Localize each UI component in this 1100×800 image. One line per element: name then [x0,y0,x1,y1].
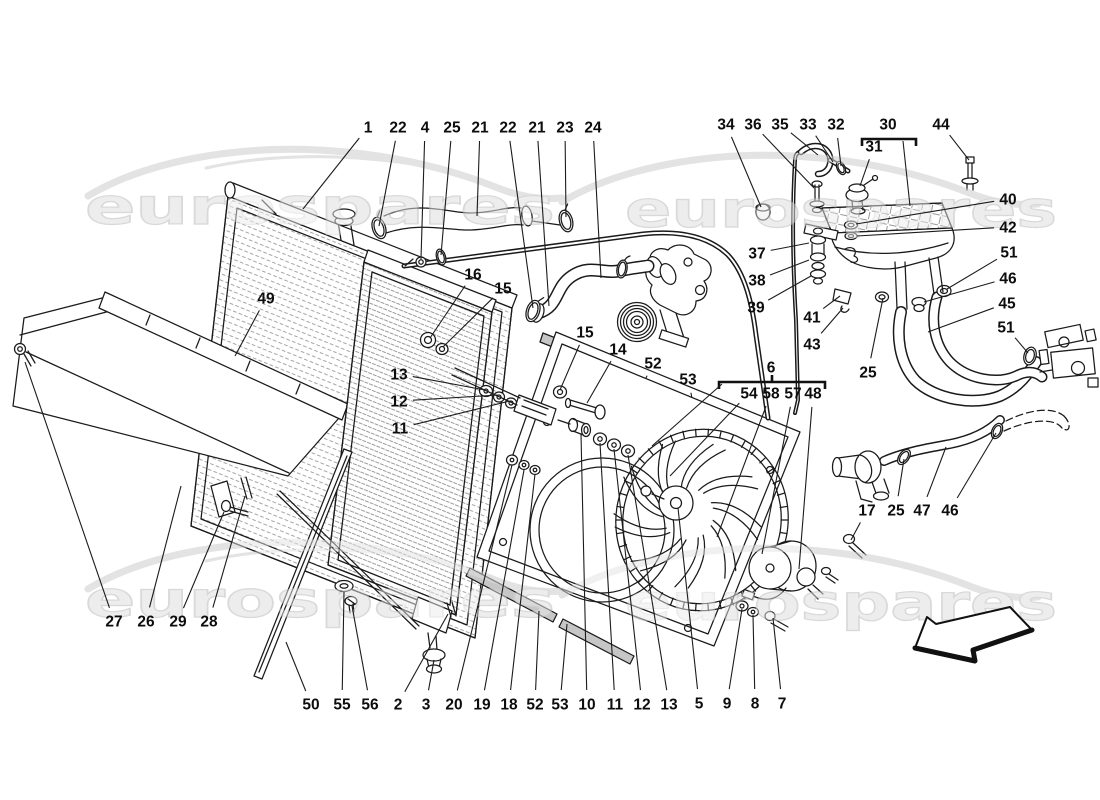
callout-14: 14 [609,342,627,359]
hose-clamp [558,203,574,233]
callout-51: 51 [997,320,1015,337]
callout-40: 40 [999,192,1016,209]
callout-1: 1 [364,120,373,137]
callout-11: 11 [392,421,409,438]
callout-2: 2 [394,697,403,714]
callout-27: 27 [105,614,122,631]
callout-45: 45 [998,296,1016,313]
callout-31: 31 [865,139,883,156]
callout-25: 25 [859,365,877,382]
callout-35: 35 [771,117,789,134]
thermostat-drawing [831,450,890,503]
fan-shroud-drawing [476,331,801,647]
callout-8: 8 [751,696,760,713]
callout-22: 22 [389,120,406,137]
callout-7: 7 [778,696,787,713]
callout-54: 54 [740,386,758,403]
tank-grommet-stack [809,235,827,285]
callout-48: 48 [804,386,822,403]
callout-49: 49 [257,291,275,308]
engine-union-drawing [1038,323,1099,388]
callout-57: 57 [784,386,801,403]
callout-12: 12 [390,394,407,411]
callout-44: 44 [932,117,950,134]
callout-46: 46 [999,271,1017,288]
callout-22: 22 [499,120,516,137]
callout-25: 25 [443,120,461,137]
callout-53: 53 [679,372,697,389]
callout-51: 51 [1000,245,1018,262]
callout-42: 42 [999,220,1016,237]
water-pump-drawing [616,244,712,348]
callout-3: 3 [422,697,431,714]
callout-28: 28 [200,614,218,631]
hose-clamp [616,259,628,279]
callout-25: 25 [887,503,905,520]
callout-17: 17 [858,503,875,520]
callout-34: 34 [717,117,735,134]
callout-58: 58 [762,386,780,403]
callout-52: 52 [644,356,661,373]
callout-53: 53 [551,697,569,714]
callout-18: 18 [500,697,518,714]
callout-6: 6 [767,360,776,377]
callout-30: 30 [879,117,896,134]
callout-13: 13 [390,367,408,384]
callout-37: 37 [748,246,765,263]
callout-56: 56 [361,697,379,714]
callout-50: 50 [302,697,319,714]
callout-43: 43 [803,337,821,354]
callout-15: 15 [576,325,594,342]
callout-12: 12 [633,697,650,714]
callout-24: 24 [584,120,602,137]
callout-29: 29 [169,614,187,631]
callout-21: 21 [528,120,546,137]
callout-46: 46 [941,503,959,520]
tank-hose [894,307,1041,406]
callout-47: 47 [913,503,930,520]
callout-33: 33 [799,117,817,134]
small-clamp [435,248,447,266]
callout-26: 26 [137,614,155,631]
callout-9: 9 [723,696,732,713]
tank-hose [928,291,1048,386]
callout-4: 4 [421,120,430,137]
hose-clamp [525,297,545,323]
direction-arrow [912,606,1035,664]
callout-5: 5 [695,696,704,713]
callout-39: 39 [747,300,765,317]
callout-15: 15 [494,281,512,298]
callout-52: 52 [526,697,543,714]
callout-23: 23 [556,120,574,137]
callout-38: 38 [748,273,766,290]
callout-11: 11 [607,697,624,714]
callout-55: 55 [333,697,351,714]
callout-20: 20 [445,697,462,714]
callout-32: 32 [827,117,844,134]
callout-10: 10 [578,697,595,714]
pump-hose [533,261,653,318]
callout-21: 21 [471,120,489,137]
callout-13: 13 [660,697,678,714]
callout-19: 19 [473,697,491,714]
tank-hose [929,293,1046,384]
air-deflector-drawing [12,291,349,518]
shield-top-strip [98,291,349,421]
callout-16: 16 [464,267,482,284]
group-bracket-30 [860,137,918,146]
callout-41: 41 [803,310,821,327]
shield-bolt [13,342,27,356]
callout-36: 36 [744,117,762,134]
